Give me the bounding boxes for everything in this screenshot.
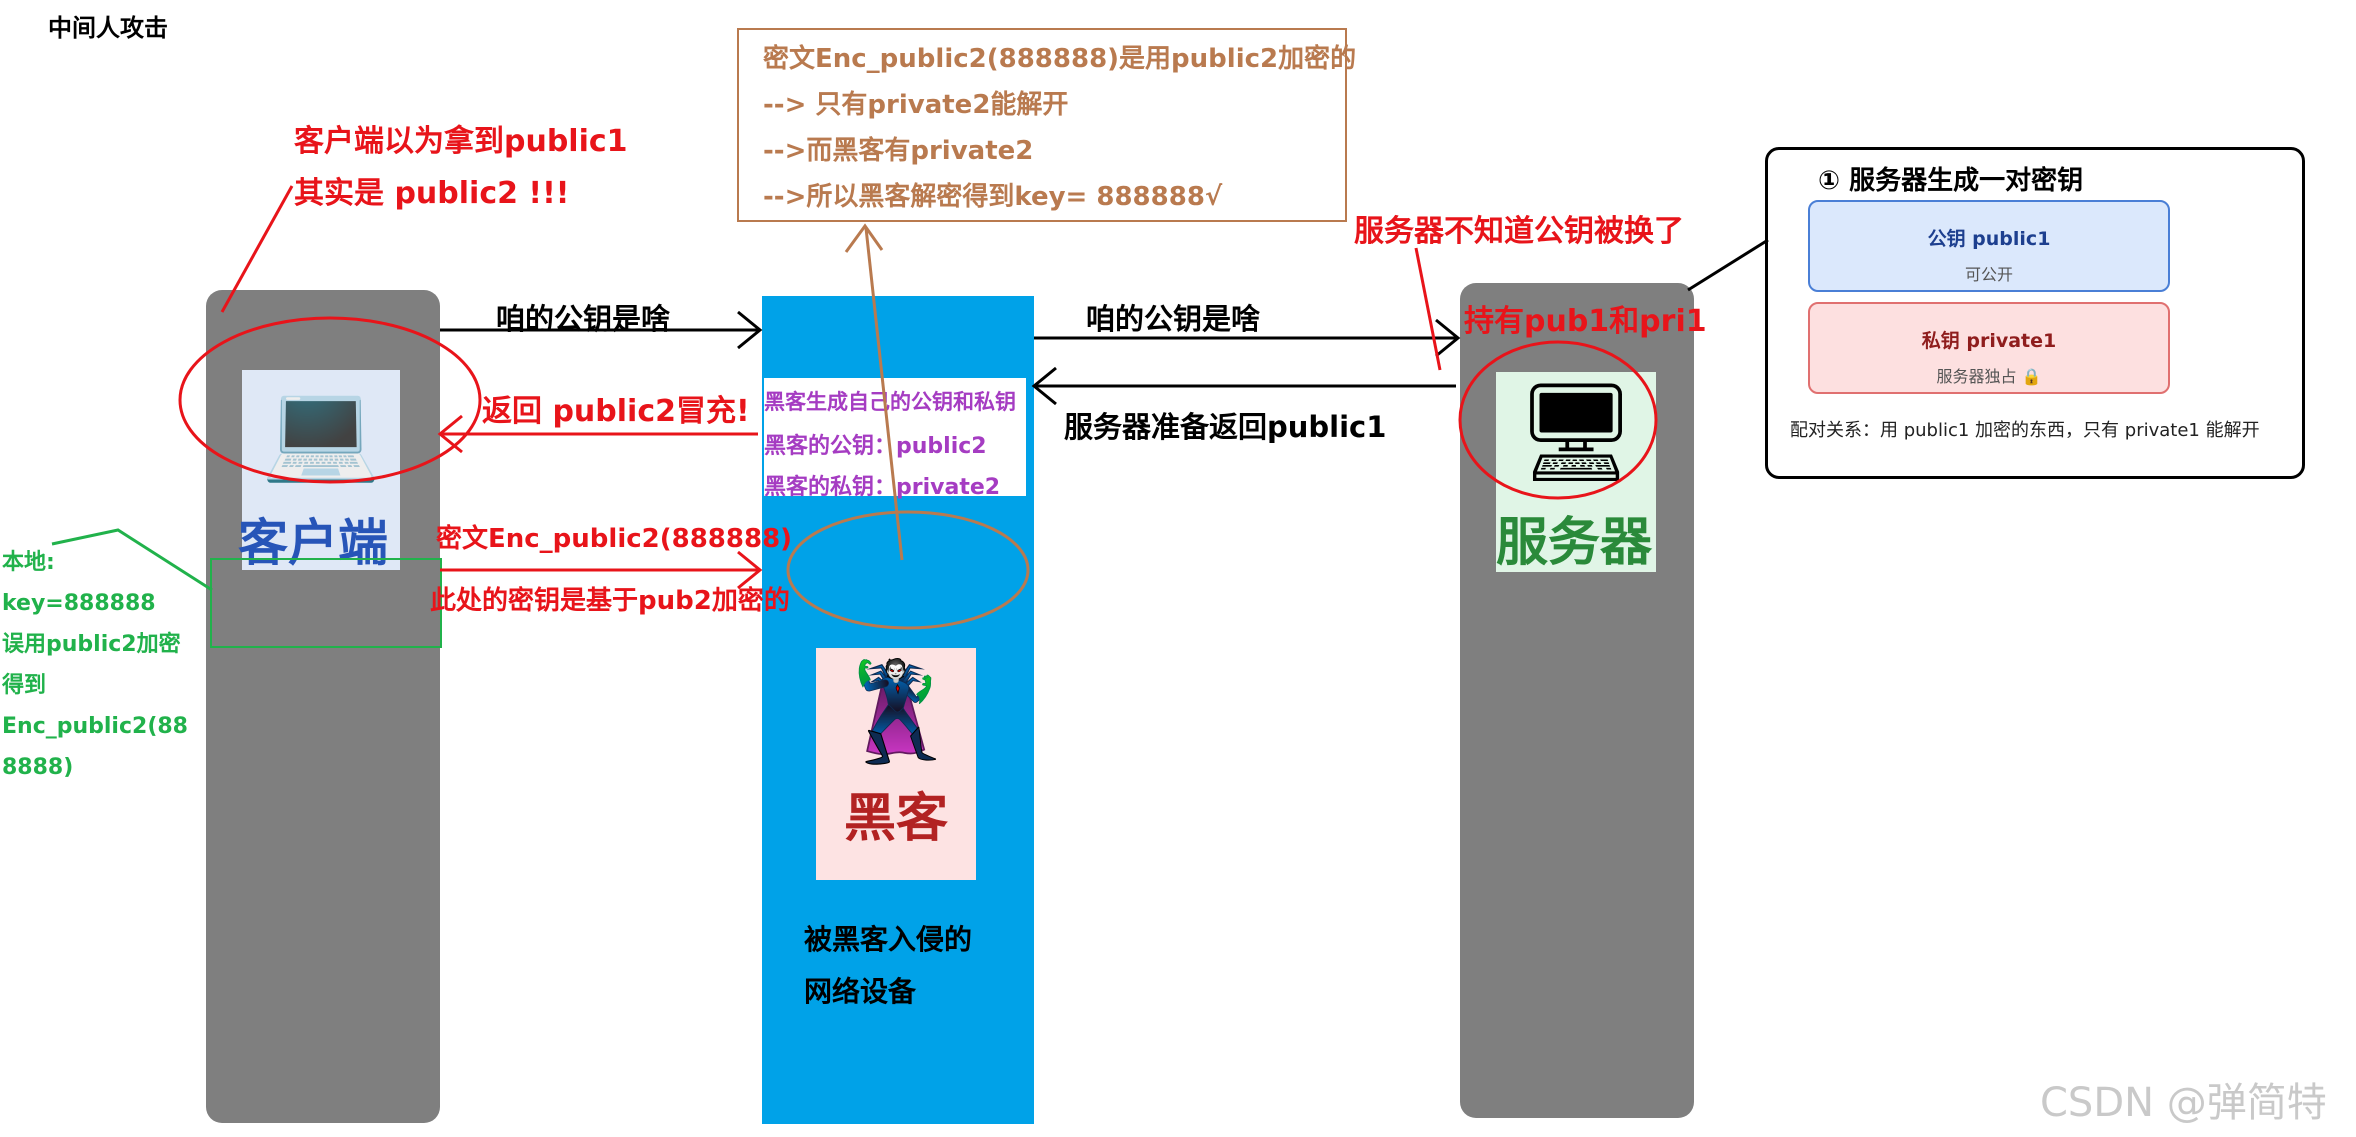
return-fake-arrow <box>437 414 758 454</box>
desktop-computer-icon: 🖥 <box>1515 376 1637 488</box>
public-key-card: 公钥 public1 可公开 <box>1808 200 2170 292</box>
hacker-highlight-ellipse <box>786 510 1030 630</box>
local-note-line: 得到 <box>2 673 47 698</box>
server-unaware-pointer <box>1414 247 1442 371</box>
client-highlight-ellipse <box>178 316 482 484</box>
private-key-desc: 服务器独占 🔒 <box>1936 367 2042 386</box>
client-label: 客户端 <box>238 514 388 572</box>
hacker-pub: 黑客的公钥：public2 <box>764 434 987 459</box>
decrypt-arrow <box>844 223 904 561</box>
cipher-note: 此处的密钥是基于pub2加密的 <box>430 586 790 616</box>
local-note: 本地: key=888888 误用public2加密 得到 Enc_public… <box>2 542 188 788</box>
public-key-name: 公钥 public1 <box>1927 228 2051 250</box>
explain-line-2: --> 只有private2能解开 <box>763 90 1069 120</box>
cipher-arrow <box>440 550 763 590</box>
private-key-name: 私钥 private1 <box>1921 330 2057 352</box>
keypair-panel: ① 服务器生成一对密钥 公钥 public1 可公开 私钥 private1 服… <box>1765 147 2305 479</box>
client-note-pointer <box>220 185 294 313</box>
server-label: 服务器 <box>1496 513 1653 573</box>
cipher-label: 密文Enc_public2(888888) <box>436 524 793 554</box>
hacker-gen-title: 黑客生成自己的公钥和私钥 <box>764 390 1016 414</box>
watermark: CSDN @弹简特 <box>2040 1080 2327 1126</box>
page-title: 中间人攻击 <box>48 14 168 42</box>
return-fake-label: 返回 public2冒充! <box>482 394 750 429</box>
hacker-card: 🦹 黑客 <box>816 648 976 880</box>
server-return-arrow <box>1031 366 1456 406</box>
hacker-icon: 🦹 <box>836 656 956 768</box>
explain-line-3: -->而黑客有private2 <box>763 136 1034 166</box>
device-line2: 网络设备 <box>804 975 917 1008</box>
explain-line-4: -->所以黑客解密得到key= 888888√ <box>763 182 1223 212</box>
private-key-card: 私钥 private1 服务器独占 🔒 <box>1808 302 2170 394</box>
public-key-desc: 可公开 <box>1964 265 2013 284</box>
hacker-ask-label: 咱的公钥是啥 <box>1086 302 1261 336</box>
explain-box: 密文Enc_public2(888888)是用public2加密的 --> 只有… <box>737 28 1356 222</box>
server-holds-note: 持有pub1和pri1 <box>1464 304 1707 339</box>
local-note-pointer <box>51 528 213 592</box>
client-note-line2: 其实是 public2 !!! <box>294 176 570 211</box>
laptop-icon: 💻 <box>261 374 381 486</box>
hacker-ask-arrow <box>1034 318 1461 358</box>
local-note-line: 8888) <box>2 755 74 780</box>
keypair-title: ① 服务器生成一对密钥 <box>1818 166 2084 196</box>
local-note-line: 误用public2加密 <box>2 632 181 657</box>
keypair-relation: 配对关系：用 public1 加密的东西，只有 private1 能解开 <box>1790 420 2260 441</box>
hacker-keys-box <box>764 378 1026 496</box>
client-card: 💻 <box>242 370 400 570</box>
server-unaware-note: 服务器不知道公钥被换了 <box>1354 214 1684 249</box>
explain-line-1: 密文Enc_public2(888888)是用public2加密的 <box>763 44 1357 74</box>
server-return-label: 服务器准备返回public1 <box>1064 410 1387 444</box>
client-ask-arrow <box>440 310 763 350</box>
hacker-priv: 黑客的私钥：private2 <box>764 475 1001 500</box>
keypair-connector <box>1687 238 1769 292</box>
device-line1: 被黑客入侵的 <box>804 923 973 956</box>
local-note-line: Enc_public2(88 <box>2 714 188 739</box>
local-note-line: 本地: <box>2 550 55 575</box>
local-note-line: key=888888 <box>2 591 156 616</box>
local-note-box <box>210 558 442 648</box>
server-highlight-ellipse <box>1458 340 1658 500</box>
hacker-label: 黑客 <box>843 789 948 849</box>
client-note-line1: 客户端以为拿到public1 <box>294 124 628 159</box>
